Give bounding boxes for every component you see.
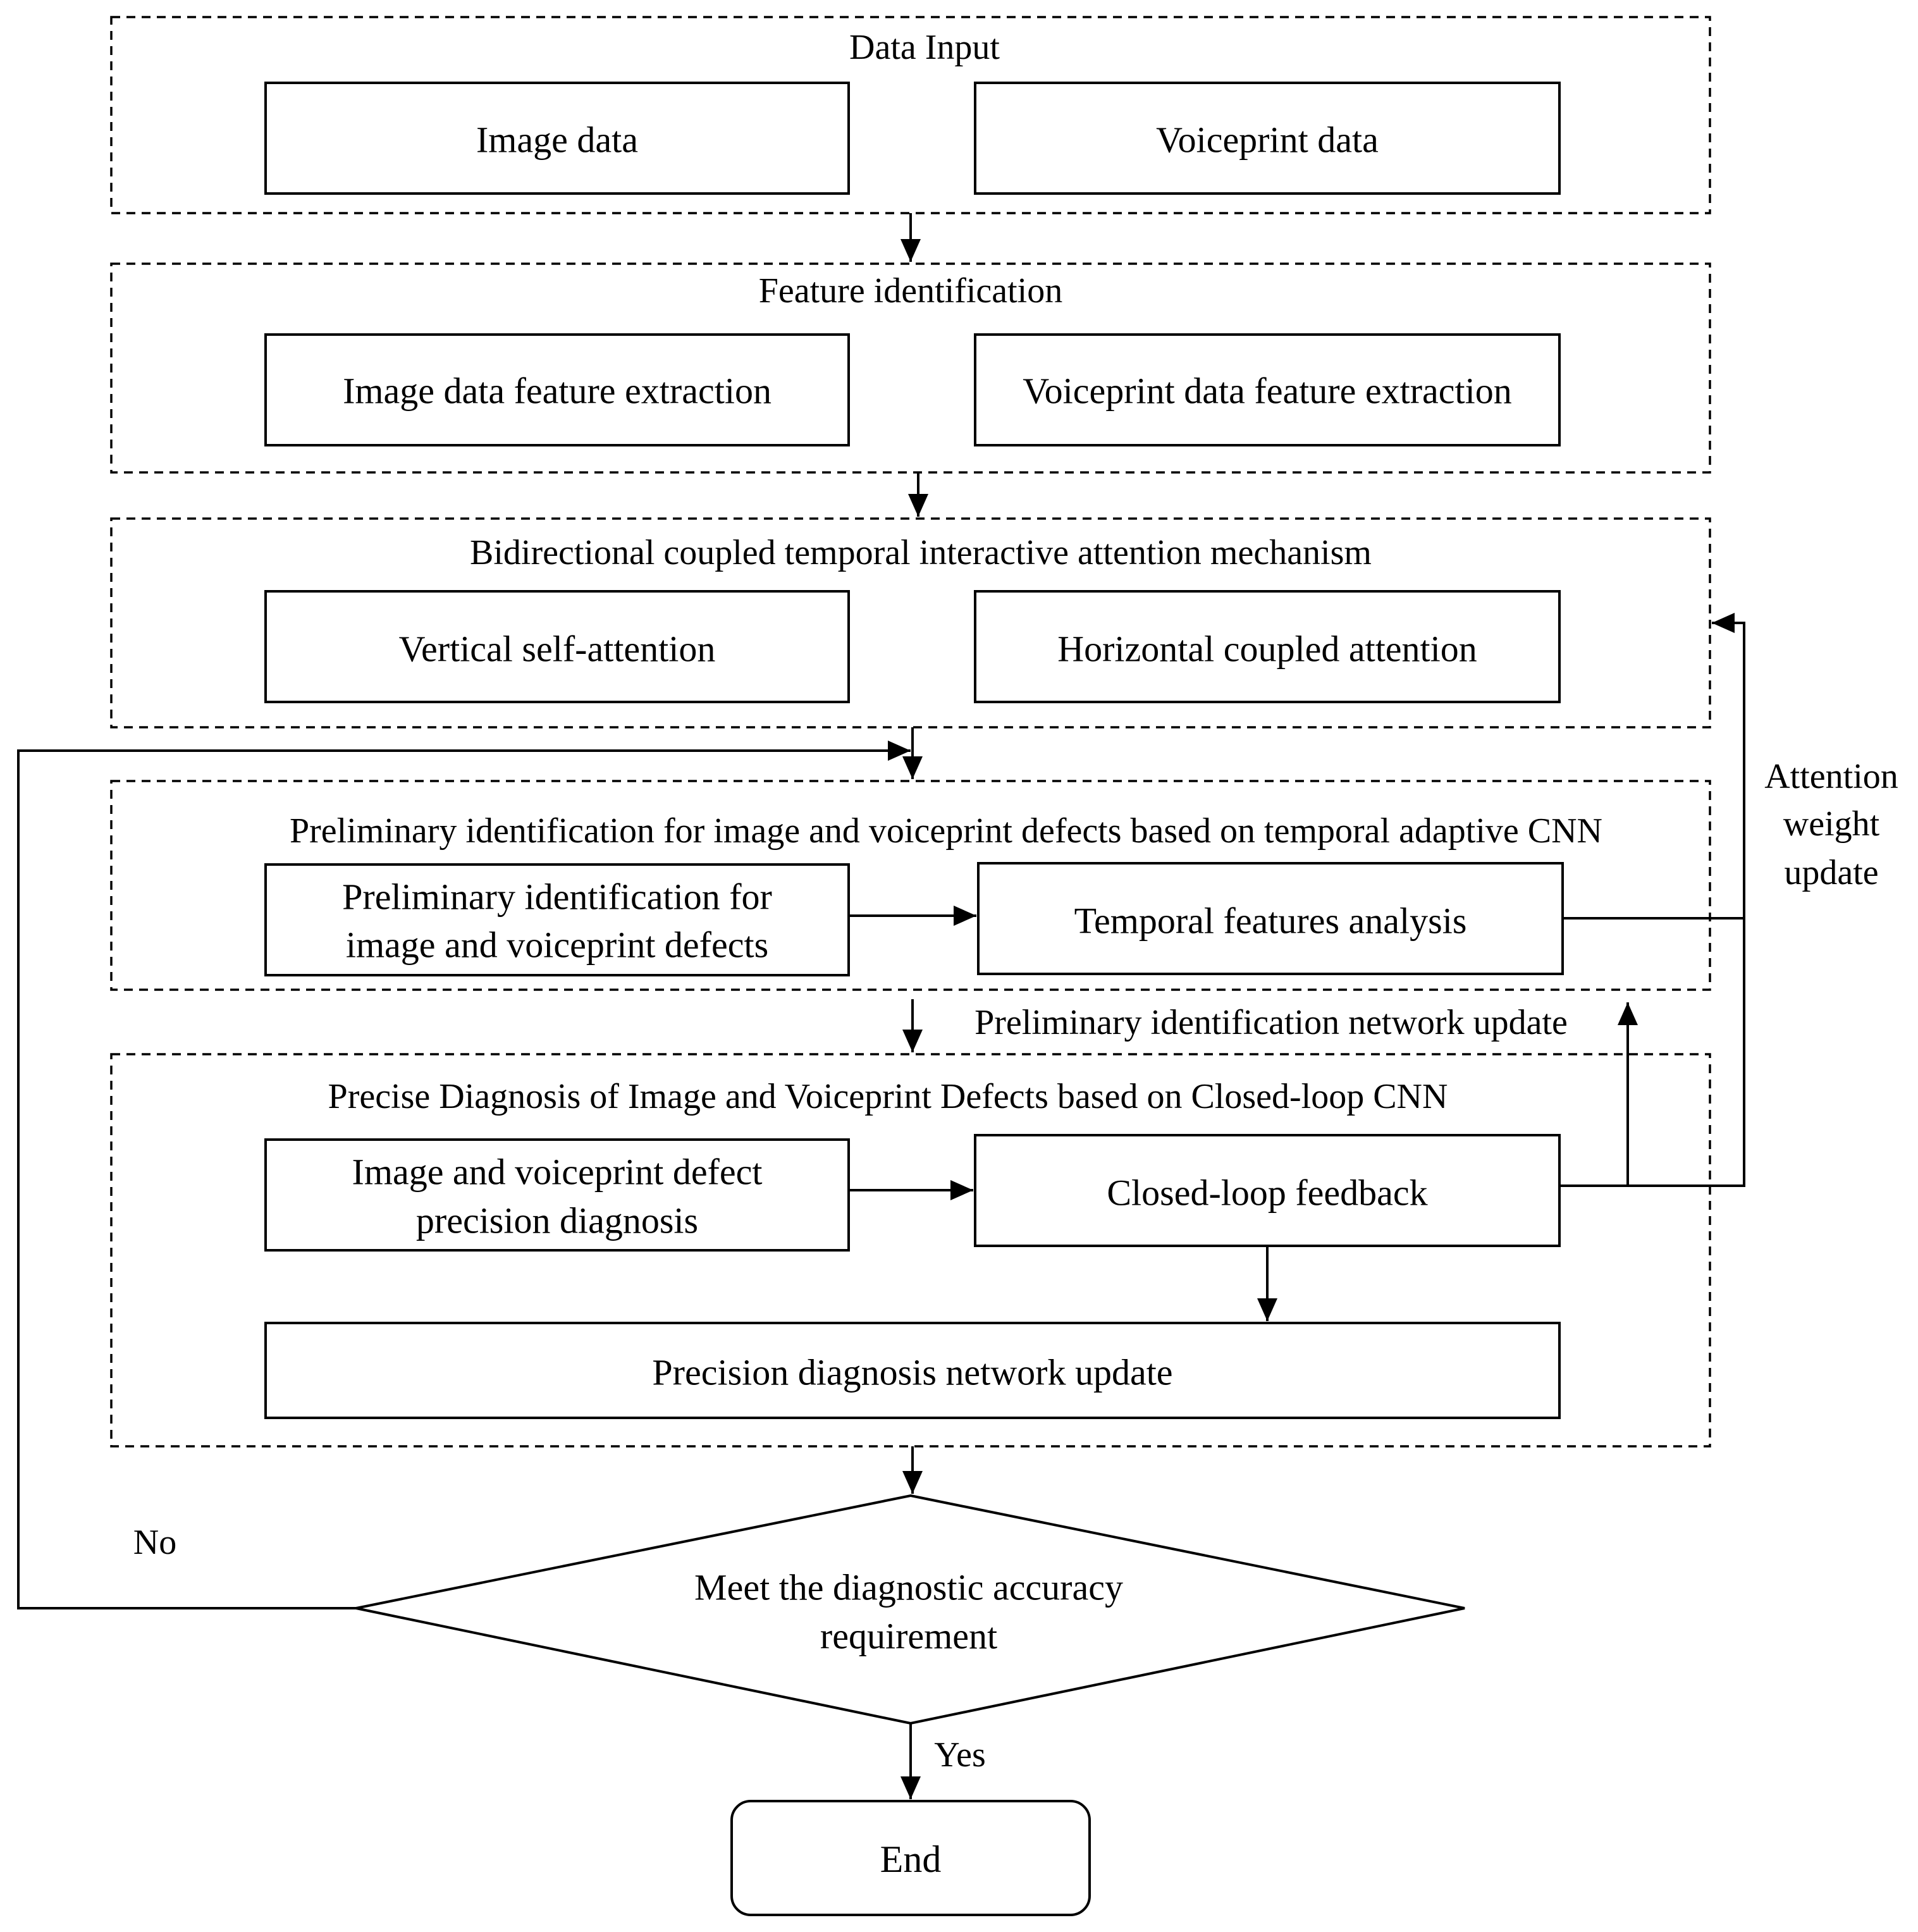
box-vertical-self-attention-label: Vertical self-attention <box>399 629 716 670</box>
box-closed-loop-feedback-label: Closed-loop feedback <box>1107 1172 1427 1214</box>
decision-accuracy: Meet the diagnostic accuracy requirement <box>355 1494 1465 1725</box>
box-vertical-self-attention: Vertical self-attention <box>264 590 850 703</box>
group-data-input: Data Input Image data Voiceprint data <box>110 16 1711 214</box>
group-precise-diagnosis: Precise Diagnosis of Image and Voiceprin… <box>110 1053 1711 1448</box>
arrow-feedback-to-preliminary-update <box>1559 1002 1638 1187</box>
label-attention-weight-update-line1: Attention <box>1764 757 1898 796</box>
terminal-end-label: End <box>880 1838 942 1880</box>
terminal-end: End <box>730 1800 1091 1916</box>
box-image-feature-extraction-label: Image data feature extraction <box>343 371 772 412</box>
label-preliminary-network-update: Preliminary identification network updat… <box>974 1003 1568 1042</box>
box-precision-network-update: Precision diagnosis network update <box>264 1322 1561 1419</box>
group-preliminary-identification: Preliminary identification for image and… <box>110 780 1711 991</box>
box-precision-diagnosis-line1: Image and voiceprint defect <box>352 1152 763 1193</box>
box-image-data-label: Image data <box>476 120 638 161</box>
box-voiceprint-feature-extraction-label: Voiceprint data feature extraction <box>1023 371 1512 412</box>
label-attention-weight-update-line2: weight <box>1783 804 1880 844</box>
box-image-data: Image data <box>264 82 850 195</box>
box-preliminary-identification-line1: Preliminary identification for <box>342 877 772 918</box>
group-title-preliminary: Preliminary identification for image and… <box>290 811 1602 851</box>
label-yes: Yes <box>934 1735 985 1775</box>
box-temporal-features-analysis-label: Temporal features analysis <box>1074 901 1467 942</box>
box-horizontal-coupled-attention: Horizontal coupled attention <box>974 590 1561 703</box>
box-temporal-features-analysis: Temporal features analysis <box>977 862 1564 975</box>
box-preliminary-identification: Preliminary identification for image and… <box>264 863 850 976</box>
label-attention-weight-update: Attention weight update <box>1764 757 1898 892</box>
group-title-precise: Precise Diagnosis of Image and Voiceprin… <box>328 1077 1448 1116</box>
box-closed-loop-feedback: Closed-loop feedback <box>974 1134 1561 1247</box>
group-title-feature-identification: Feature identification <box>759 271 1062 311</box>
box-preliminary-identification-line2: image and voiceprint defects <box>346 925 768 966</box>
box-voiceprint-data-label: Voiceprint data <box>1156 120 1379 161</box>
group-feature-identification: Feature identification Image data featur… <box>110 262 1711 474</box>
box-voiceprint-feature-extraction: Voiceprint data feature extraction <box>974 333 1561 446</box>
group-title-data-input: Data Input <box>849 28 1000 67</box>
arrow-no-loop-back <box>17 741 911 1609</box>
box-horizontal-coupled-attention-label: Horizontal coupled attention <box>1057 629 1477 670</box>
arrow-feedback-to-attention-weight <box>1628 613 1745 1187</box>
decision-accuracy-line2: requirement <box>820 1616 997 1657</box>
box-image-feature-extraction: Image data feature extraction <box>264 333 850 446</box>
group-title-attention: Bidirectional coupled temporal interacti… <box>470 533 1372 572</box>
box-precision-network-update-label: Precision diagnosis network update <box>652 1352 1172 1393</box>
decision-accuracy-line1: Meet the diagnostic accuracy <box>694 1567 1123 1608</box>
group-attention-mechanism: Bidirectional coupled temporal interacti… <box>110 517 1711 729</box>
label-no: No <box>133 1523 176 1562</box>
box-voiceprint-data: Voiceprint data <box>974 82 1561 195</box>
label-attention-weight-update-line3: update <box>1784 853 1878 892</box>
box-precision-diagnosis: Image and voiceprint defect precision di… <box>264 1138 850 1252</box>
box-precision-diagnosis-line2: precision diagnosis <box>416 1200 698 1241</box>
